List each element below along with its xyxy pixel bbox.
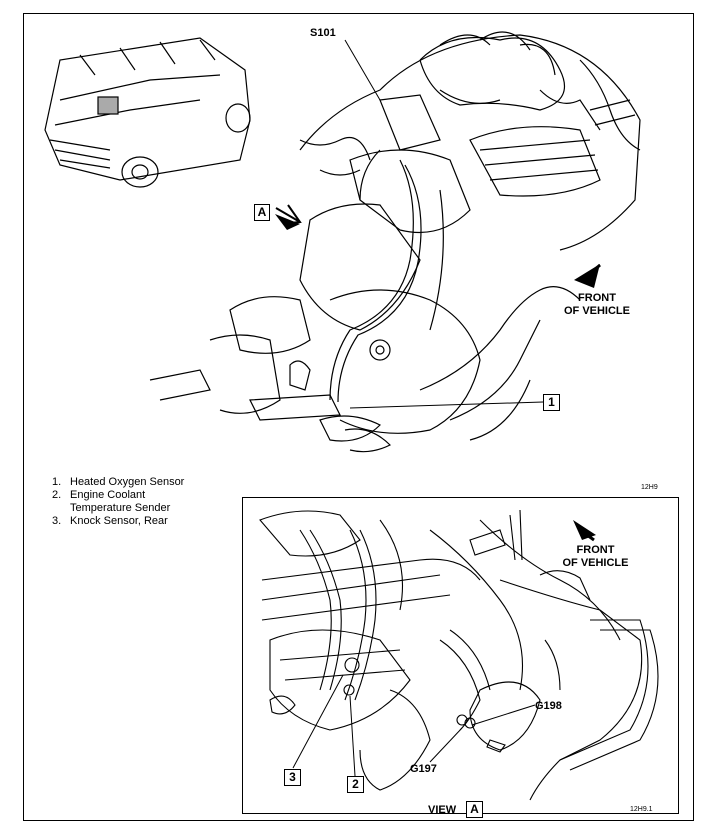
of-vehicle-words: OF VEHICLE	[562, 557, 629, 569]
front-of-vehicle-label-top: FRONT OF VEHICLE	[557, 292, 637, 318]
diagram-frame	[23, 13, 694, 821]
legend-item-cont: Temperature Sender	[52, 502, 184, 515]
view-label: VIEW	[428, 804, 456, 817]
callout-3: 3	[284, 769, 301, 786]
callout-1: 1	[543, 394, 560, 411]
engine-body	[149, 31, 641, 453]
g197-label: G197	[410, 763, 437, 775]
legend-text: Heated Oxygen Sensor	[70, 476, 185, 488]
legend-num: 2.	[52, 489, 62, 501]
callout-2: 2	[347, 776, 364, 793]
legend-num: 1.	[52, 476, 62, 488]
front-word: FRONT	[576, 544, 615, 556]
figure-code-top: 12H9	[641, 484, 658, 491]
legend-text: Temperature Sender	[70, 502, 171, 514]
figure-code-inset: 12H9.1	[630, 806, 653, 813]
view-a-box: A	[254, 204, 270, 221]
legend-text: Engine Coolant	[70, 489, 146, 501]
view-word: VIEW	[428, 804, 457, 816]
inset-view-a	[242, 497, 679, 814]
front-word: FRONT	[578, 292, 616, 304]
legend-item: 2. Engine Coolant	[52, 489, 184, 502]
legend-text: Knock Sensor, Rear	[70, 515, 168, 527]
s101-label: S101	[310, 27, 336, 39]
wiring-harness	[299, 59, 641, 403]
legend: 1. Heated Oxygen Sensor 2. Engine Coolan…	[52, 476, 184, 528]
view-letter-box: A	[466, 801, 483, 818]
van-sketch	[44, 37, 251, 188]
legend-item: 3. Knock Sensor, Rear	[52, 515, 184, 528]
g198-label: G198	[535, 700, 562, 712]
front-of-vehicle-label-inset: FRONT OF VEHICLE	[553, 544, 638, 570]
legend-item: 1. Heated Oxygen Sensor	[52, 476, 184, 489]
legend-num: 3.	[52, 515, 62, 527]
of-vehicle-words: OF VEHICLE	[563, 305, 630, 317]
